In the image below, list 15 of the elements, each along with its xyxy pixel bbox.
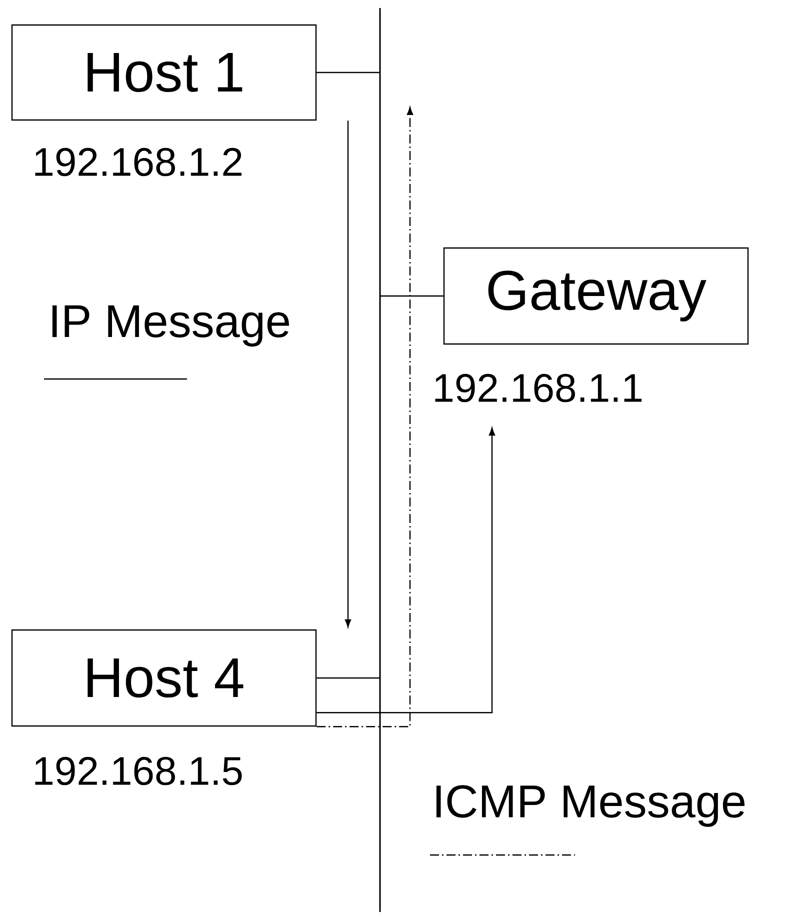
ip-address: 192.168.1.2 <box>35 148 242 176</box>
host-box: Host 4 <box>11 629 317 727</box>
host-box: Gateway <box>443 247 749 345</box>
bus-line <box>379 8 381 912</box>
arrow <box>344 120 352 628</box>
connector-line <box>380 295 444 297</box>
legend-label: ICMP Message <box>436 785 745 827</box>
ip-address: 192.168.1.1 <box>435 374 642 402</box>
ip-address: 192.168.1.5 <box>35 756 242 786</box>
arrow <box>316 107 414 728</box>
host-box: Host 1 <box>11 24 317 121</box>
legend-label: IP Message <box>52 305 289 347</box>
arrow <box>316 428 496 714</box>
connector-line <box>316 72 380 74</box>
connector-line <box>316 677 380 679</box>
